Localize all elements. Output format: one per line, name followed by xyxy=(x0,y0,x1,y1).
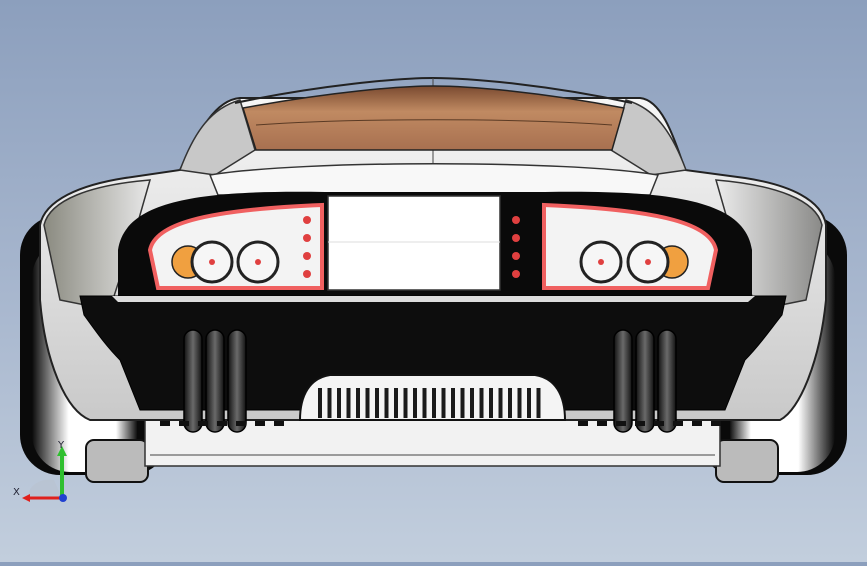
y-axis-label: Y xyxy=(57,440,65,451)
diffuser-fin xyxy=(422,388,427,418)
diffuser-fin xyxy=(327,388,332,418)
diffuser-fin xyxy=(337,388,341,418)
left-lamps xyxy=(171,216,311,284)
trim-dash xyxy=(711,421,721,426)
y-axis-arrow-icon xyxy=(57,446,67,456)
diffuser-fin xyxy=(432,388,436,418)
trim-dash xyxy=(635,421,645,426)
trim-dash xyxy=(274,421,284,426)
x-axis-arrow-icon xyxy=(22,494,30,502)
diffuser-fin xyxy=(451,388,455,418)
trim-dash xyxy=(255,421,265,426)
diffuser-fins xyxy=(318,388,541,418)
z-axis-icon xyxy=(59,494,67,502)
license-plate-area xyxy=(327,195,501,291)
x-axis-label: X xyxy=(13,487,20,498)
trim-dash xyxy=(217,421,227,426)
right-lamps xyxy=(512,216,689,284)
trim-dash xyxy=(179,421,189,426)
diffuser-fin xyxy=(517,388,522,418)
trim-dash xyxy=(673,421,683,426)
diffuser-fin xyxy=(365,388,370,418)
diffuser-fin xyxy=(508,388,512,418)
trim-dash xyxy=(160,421,170,426)
diffuser-fin xyxy=(346,388,351,418)
triad-plane xyxy=(28,479,62,498)
diffuser-fin xyxy=(489,388,493,418)
diffuser-fin xyxy=(536,388,541,418)
diffuser-fin xyxy=(498,388,503,418)
diffuser-fin xyxy=(413,388,417,418)
trim-dash xyxy=(578,421,588,426)
trim-dash xyxy=(597,421,607,426)
right-exhaust-pipes xyxy=(613,329,677,433)
lower-trim-strip xyxy=(160,421,721,426)
trim-dash xyxy=(692,421,702,426)
rear-window xyxy=(242,85,625,151)
trim-dash xyxy=(198,421,208,426)
diffuser-fin xyxy=(384,388,389,418)
trim-dash xyxy=(236,421,246,426)
diffuser-fin xyxy=(470,388,474,418)
orientation-triad[interactable]: Y X xyxy=(10,440,80,510)
diffuser-fin xyxy=(479,388,484,418)
diffuser-fin xyxy=(375,388,379,418)
trim-dash xyxy=(616,421,626,426)
diffuser-fin xyxy=(318,388,322,418)
diffuser-fin xyxy=(403,388,408,418)
diffuser-fin xyxy=(460,388,465,418)
diffuser-fin xyxy=(394,388,398,418)
diffuser-fin xyxy=(441,388,446,418)
diffuser-fin xyxy=(356,388,360,418)
left-exhaust-pipes xyxy=(183,329,247,433)
trim-dash xyxy=(654,421,664,426)
diffuser-fin xyxy=(527,388,531,418)
